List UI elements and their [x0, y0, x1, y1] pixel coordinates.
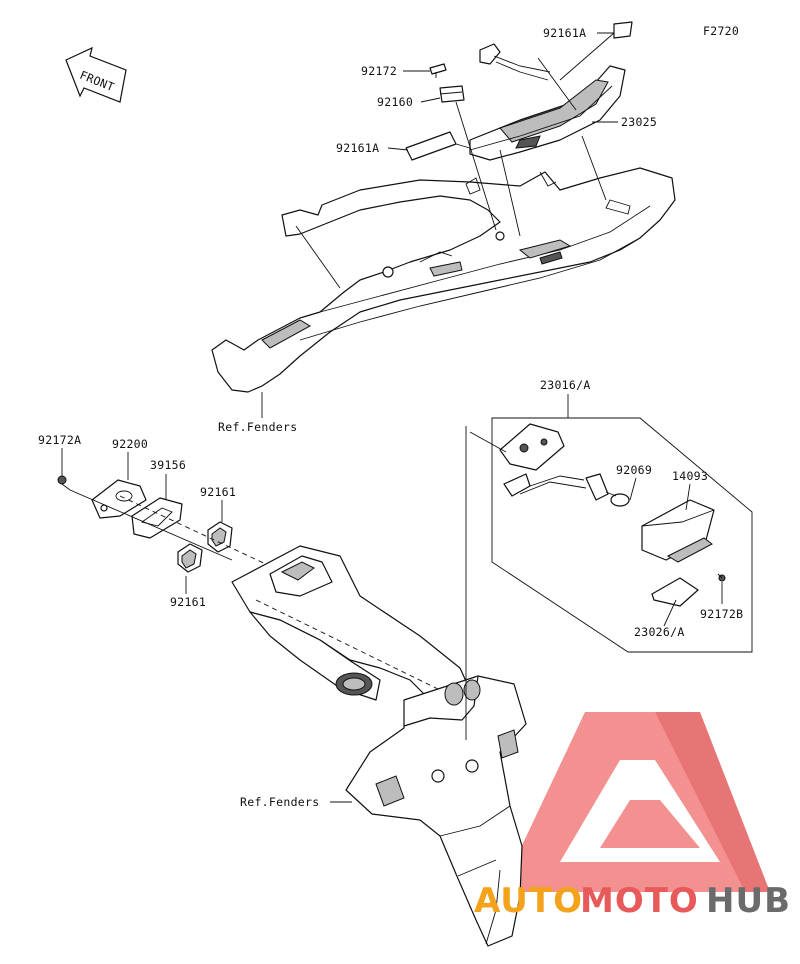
license-light-bracket [499, 423, 587, 497]
grommet-92161-a [207, 521, 233, 553]
callout-23026A: 23026/A [634, 625, 685, 639]
seat-cowl-part [211, 167, 676, 393]
callout-92200: 92200 [112, 437, 148, 451]
assembly-box-23016A [491, 394, 753, 653]
callout-92161A-mid: 92161A [336, 141, 379, 155]
callout-23025: 23025 [621, 115, 657, 129]
pad-92161A-mid [405, 131, 457, 161]
callout-92069: 92069 [616, 463, 652, 477]
tail-light-unit-23025 [469, 43, 626, 161]
callout-23016A: 23016/A [540, 378, 591, 392]
leader-lines-box [469, 431, 723, 627]
rear-fender-part [231, 545, 527, 947]
screw-92172B [717, 573, 726, 582]
callout-92161-b: 92161 [170, 595, 206, 609]
watermark-moto: MOTO [580, 881, 699, 921]
gasket-39156 [131, 497, 183, 539]
watermark-hub: HUB [706, 881, 791, 921]
leader-lines-top [261, 32, 618, 418]
bolt-92172 [429, 63, 447, 78]
figure-code: F2720 [703, 24, 739, 38]
front-arrow-icon: FRONT [65, 46, 127, 103]
callout-92161-a: 92161 [200, 485, 236, 499]
bolt-92172A [57, 475, 71, 491]
callout-39156: 39156 [150, 458, 186, 472]
callout-92161A-top: 92161A [543, 26, 586, 40]
callout-ref-fenders-bottom: Ref.Fenders [240, 795, 319, 809]
damper-92160 [439, 85, 465, 103]
socket-92069 [585, 473, 630, 507]
lens-14093 [641, 499, 715, 563]
watermark-auto: AUTO [474, 881, 583, 921]
callout-92172A: 92172A [38, 433, 81, 447]
watermark-logo [500, 712, 770, 892]
grommet-92161-b [177, 543, 203, 573]
cover-23026A [651, 577, 699, 607]
callout-92160: 92160 [377, 95, 413, 109]
clip-92161A-top [613, 21, 633, 39]
callout-92172B: 92172B [700, 607, 743, 621]
callout-92172: 92172 [361, 64, 397, 78]
callout-14093: 14093 [672, 469, 708, 483]
callout-ref-fenders-top: Ref.Fenders [218, 420, 297, 434]
watermark-text: AUTO MOTO HUB [474, 881, 791, 921]
leader-lines-bottom [330, 426, 467, 803]
